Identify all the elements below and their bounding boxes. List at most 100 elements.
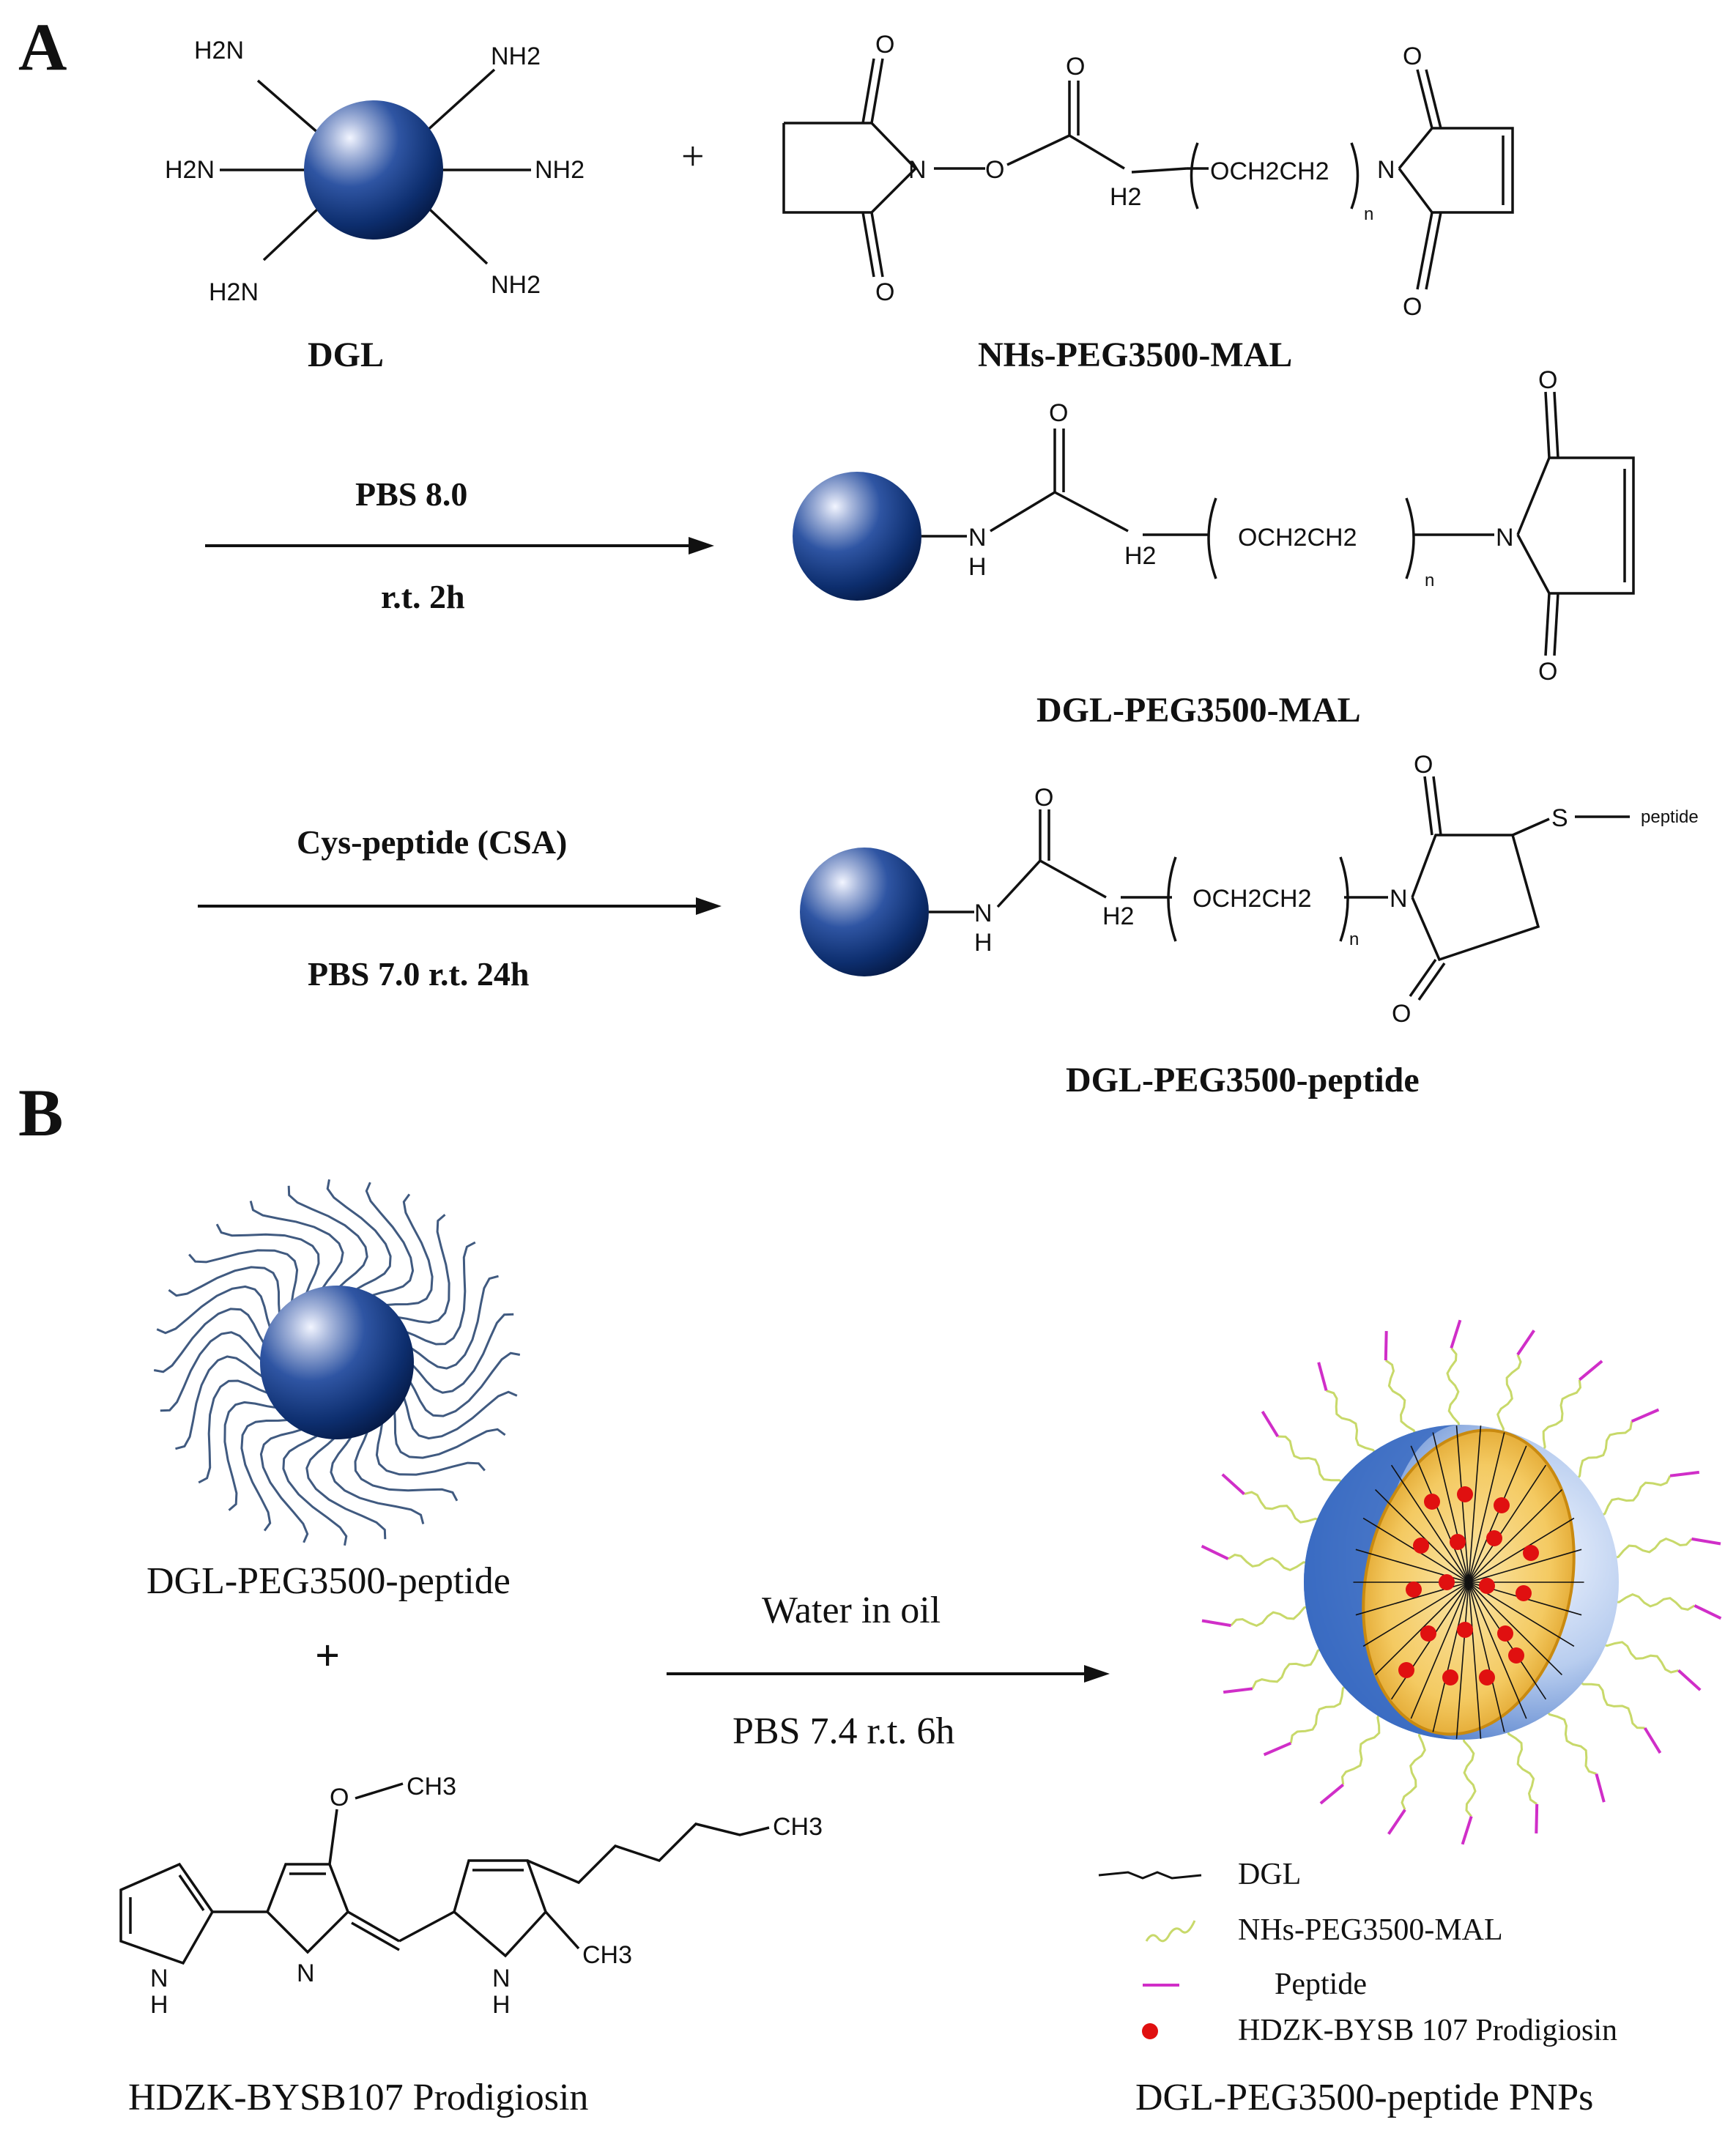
legend-item-peptide: Peptide [1143, 1968, 1367, 2001]
dgl-chain [1390, 1464, 1469, 1583]
dgl-sphere [800, 848, 929, 976]
peg-wave-ligand [1227, 1554, 1317, 1572]
prodigiosin-dot [1442, 1669, 1458, 1686]
dgl-chain [1455, 1581, 1469, 1739]
dgl-chain [1375, 1581, 1469, 1675]
peg-chain [259, 1427, 309, 1543]
dgl-chain [1432, 1581, 1469, 1732]
legend-symbol-peg-wave [1145, 1920, 1196, 1943]
dgl-chain [1468, 1464, 1547, 1583]
peg-wave-ligand [1244, 1491, 1327, 1528]
peptide-tip [1677, 1669, 1702, 1691]
prodigiosin-dot [1406, 1581, 1422, 1598]
atom-o: O [1049, 399, 1068, 427]
atom-n: N [1496, 524, 1514, 552]
peg-chain [393, 1214, 450, 1324]
peptide-tip [1669, 1470, 1700, 1477]
dgl-chain [1432, 1432, 1469, 1583]
prodigiosin-dot [1398, 1662, 1414, 1678]
pnp-surface-ligands [1201, 1319, 1722, 1845]
dgl-peg-mal-label: DGL-PEG3500-MAL [1036, 691, 1361, 730]
peg-chain [223, 1401, 281, 1511]
dgl-peg-peptide-structure: N H O H2 OCH2CH2 n N O O S peptide [800, 751, 1699, 1028]
peptide-tip [1450, 1319, 1462, 1349]
prodigiosin-dot [1420, 1625, 1436, 1642]
repeat-n: n [1349, 930, 1359, 949]
peg-wave-ligand [1230, 1604, 1318, 1628]
atom-n: N [1390, 885, 1408, 913]
atom-n: N [908, 156, 927, 184]
dgl-peg-mal-structure: N H O H2 OCH2CH2 n N O O [793, 366, 1635, 686]
peg-chain [287, 1185, 368, 1291]
stepb-arrowhead [1084, 1665, 1110, 1683]
legend-label: NHs-PEG3500-MAL [1238, 1913, 1503, 1947]
dgl-chain [1468, 1517, 1575, 1583]
atom-o: O [875, 31, 894, 59]
dgl-peg-peptide-label: DGL-PEG3500-peptide [1066, 1061, 1420, 1099]
ch3-label: CH3 [407, 1773, 456, 1801]
peg-wave-ligand [1340, 1707, 1388, 1785]
ch2-label: H2 [1102, 902, 1134, 930]
dgl-chain [1468, 1581, 1505, 1732]
reactant1-label: DGL-PEG3500-peptide [146, 1560, 511, 1602]
peptide-tip [1387, 1809, 1406, 1835]
peg-wave-ligand [1596, 1636, 1679, 1674]
peg-chain [249, 1201, 344, 1292]
prodigiosin-dot [1450, 1534, 1466, 1550]
dgl-chain [1468, 1581, 1482, 1739]
ch2-label: H2 [1110, 183, 1141, 211]
peg-chain [160, 1331, 265, 1412]
peptide-tip [1631, 1408, 1660, 1423]
peg-chain [393, 1408, 506, 1459]
peptide-label: peptide [1641, 807, 1699, 827]
dgl-chain [1362, 1581, 1469, 1647]
peg-chain [382, 1193, 434, 1307]
atom-o: O [330, 1784, 349, 1811]
peptide-tip [1319, 1783, 1344, 1805]
peg-chain [326, 1179, 392, 1292]
nhs-peg-mal-label: NHs-PEG3500-MAL [978, 335, 1292, 374]
atom-o: O [1403, 42, 1422, 70]
peg-wave-ligand [1462, 1727, 1477, 1817]
atom-o: O [1034, 784, 1053, 812]
peg-wave-ligand [1604, 1537, 1693, 1560]
peg-chain [168, 1266, 281, 1317]
peg-repeat: OCH2CH2 [1238, 524, 1357, 552]
peg-wave-ligand [1606, 1592, 1696, 1611]
prodigiosin-dot [1523, 1545, 1539, 1561]
peg-wave-ligand [1544, 1702, 1597, 1776]
peg-chain [402, 1241, 476, 1346]
plus-sign: + [681, 134, 705, 179]
peg-wave-ligand [1289, 1681, 1355, 1743]
peptide-tip [1579, 1360, 1603, 1382]
dgl-chain [1468, 1581, 1527, 1719]
peg-wave-ligand [1401, 1723, 1427, 1811]
dgl-chains [1353, 1425, 1584, 1739]
peg-wave-ligand [1575, 1673, 1645, 1729]
amine-label: NH2 [535, 156, 585, 184]
peptide-tip [1261, 1410, 1280, 1438]
legend-label: DGL [1238, 1858, 1301, 1891]
dgl-chain [1468, 1425, 1482, 1583]
peptide-tip [1691, 1537, 1721, 1546]
atom-n: N [968, 524, 987, 552]
legend-symbol-red-dot [1142, 2023, 1158, 2039]
dgl-label: DGL [308, 335, 384, 374]
peptide-tip [1643, 1727, 1662, 1754]
prodigiosin-dot [1439, 1574, 1455, 1590]
atom-s: S [1551, 804, 1568, 832]
peg-wave-ligand [1568, 1421, 1633, 1483]
legend-item-peg: NHs-PEG3500-MAL [1145, 1913, 1503, 1947]
peg-chain [409, 1313, 514, 1394]
legend: DGL NHs-PEG3500-MAL Peptide HDZK-BYSB 10… [1098, 1858, 1617, 2047]
step1-arrowhead [689, 537, 714, 555]
atom-o: O [1538, 366, 1557, 394]
step2-condition-bottom: PBS 7.0 r.t. 24h [308, 955, 529, 993]
dgl-peg-peptide-hairy-sphere [153, 1179, 521, 1546]
peptide-tip [1221, 1473, 1245, 1496]
dgl-chain [1410, 1445, 1469, 1583]
amine-label: H2N [194, 37, 244, 64]
step1-condition-bottom: r.t. 2h [381, 578, 465, 615]
atom-h: H [492, 1991, 511, 2019]
atom-n: N [297, 1959, 315, 1987]
